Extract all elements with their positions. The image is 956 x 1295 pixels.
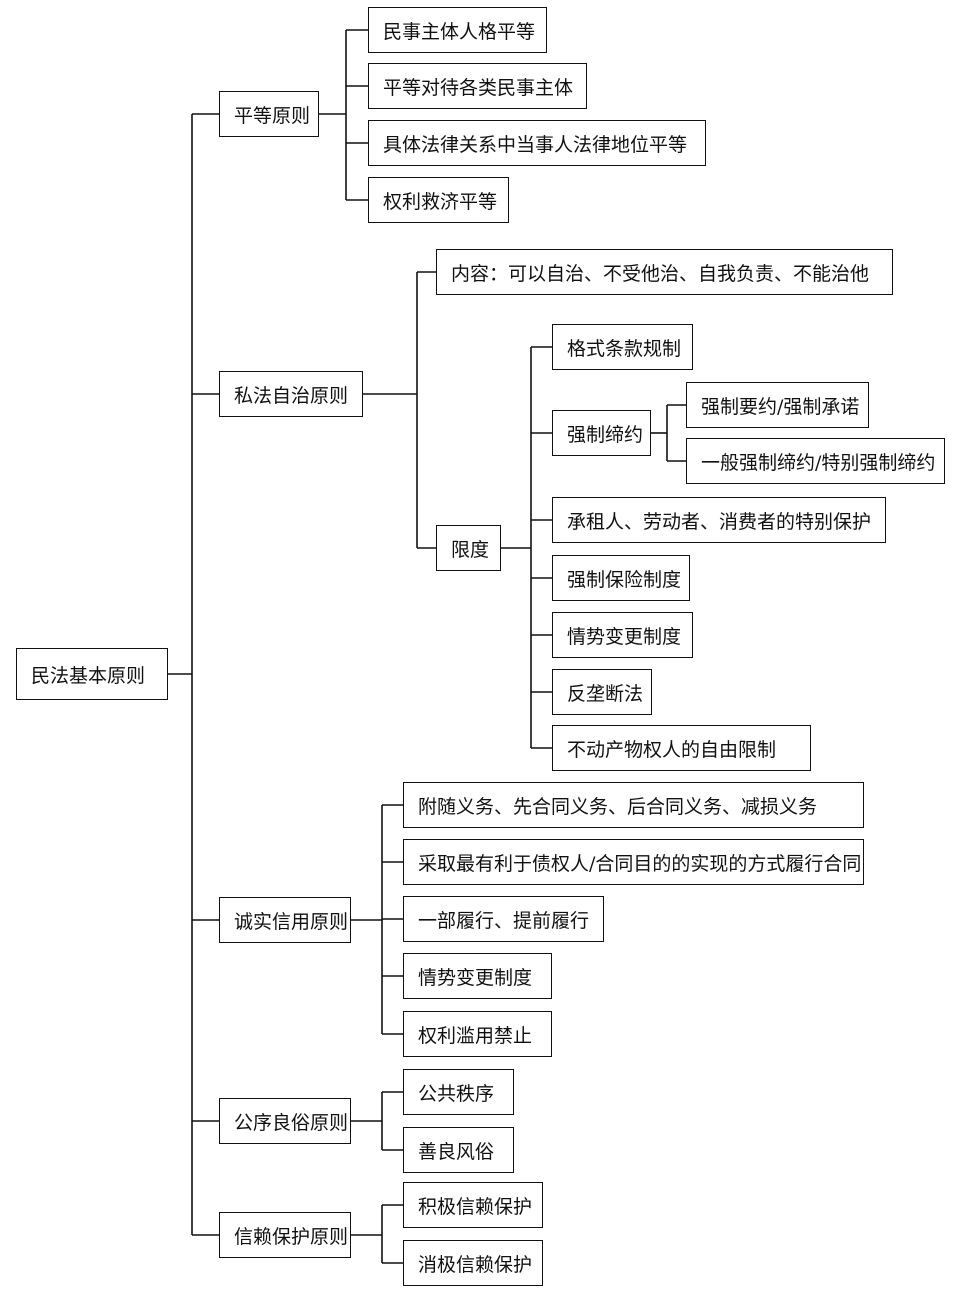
limit-item: 情势变更制度 [552, 612, 693, 658]
compulsory-contract-item: 一般强制缔约/特别强制缔约 [686, 438, 945, 484]
public-order-item: 公共秩序 [403, 1069, 514, 1115]
limit-item: 强制缔约 [552, 410, 651, 456]
equality-item: 权利救济平等 [368, 177, 509, 223]
equality-item: 民事主体人格平等 [368, 7, 547, 53]
limit-item: 格式条款规制 [552, 324, 693, 370]
good-faith-item: 权利滥用禁止 [403, 1011, 552, 1057]
good-faith-item: 一部履行、提前履行 [403, 896, 604, 942]
principle-equality: 平等原则 [219, 91, 319, 137]
public-order-item: 善良风俗 [403, 1127, 514, 1173]
limit-item: 承租人、劳动者、消费者的特别保护 [552, 497, 886, 543]
limit-item: 不动产物权人的自由限制 [552, 725, 811, 771]
autonomy-limit: 限度 [436, 525, 501, 571]
principle-reliance: 信赖保护原则 [219, 1212, 351, 1258]
reliance-item: 积极信赖保护 [403, 1182, 543, 1228]
limit-item: 反垄断法 [552, 669, 652, 715]
equality-item: 平等对待各类民事主体 [368, 63, 587, 109]
principle-public-order: 公序良俗原则 [219, 1098, 351, 1144]
good-faith-item: 采取最有利于债权人/合同目的的实现的方式履行合同 [403, 839, 864, 885]
principle-autonomy: 私法自治原则 [219, 371, 363, 417]
limit-item: 强制保险制度 [552, 555, 690, 601]
reliance-item: 消极信赖保护 [403, 1240, 543, 1286]
autonomy-content: 内容：可以自治、不受他治、自我负责、不能治他 [436, 249, 893, 295]
good-faith-item: 附随义务、先合同义务、后合同义务、减损义务 [403, 782, 864, 828]
root-node: 民法基本原则 [16, 648, 168, 700]
principle-good-faith: 诚实信用原则 [219, 897, 351, 943]
compulsory-contract-item: 强制要约/强制承诺 [686, 382, 869, 428]
good-faith-item: 情势变更制度 [403, 953, 552, 999]
equality-item: 具体法律关系中当事人法律地位平等 [368, 120, 706, 166]
